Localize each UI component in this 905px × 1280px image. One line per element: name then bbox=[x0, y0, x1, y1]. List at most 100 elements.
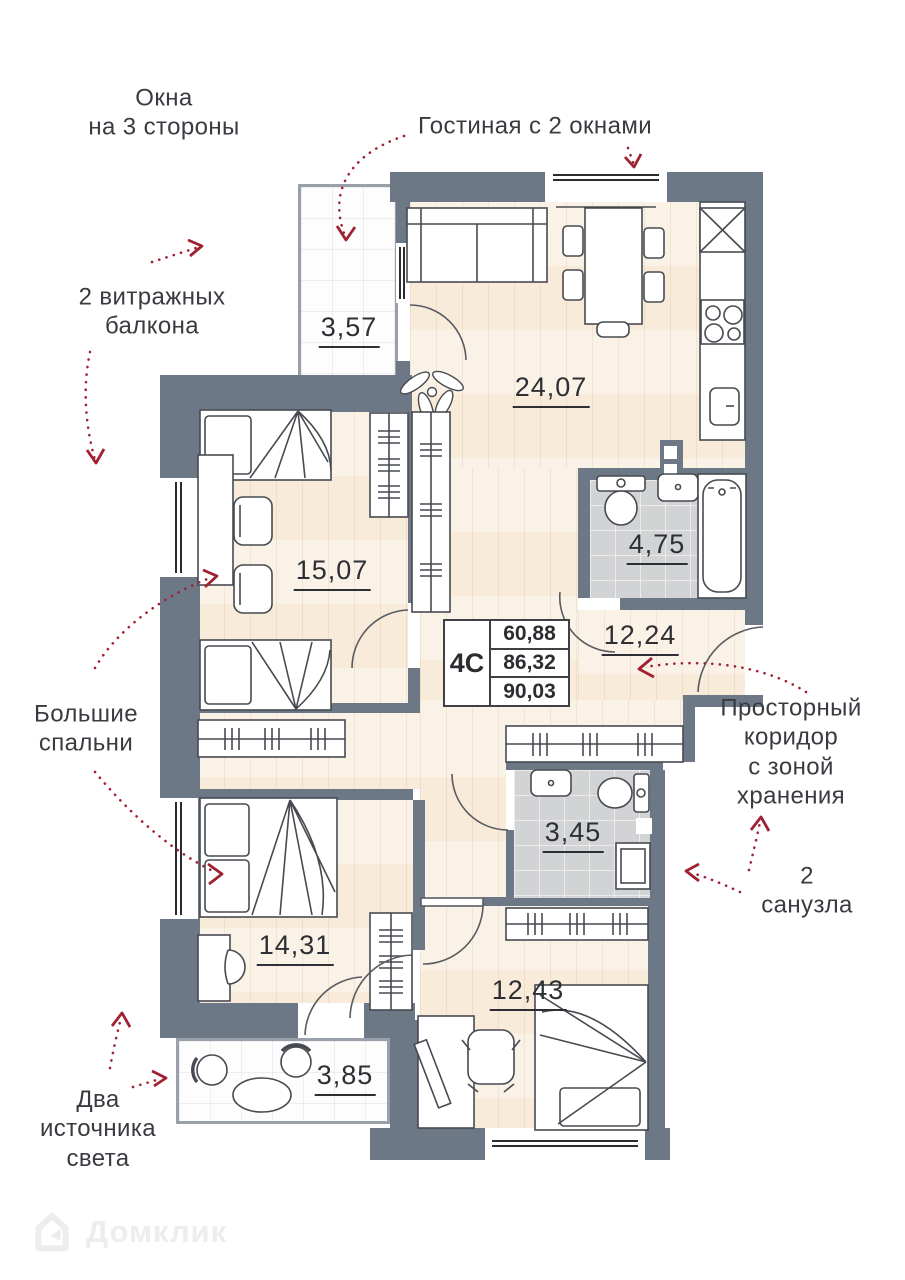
door-arc bbox=[697, 626, 764, 693]
arrow-balconies-long bbox=[84, 350, 97, 462]
door-arc bbox=[349, 954, 414, 1019]
annotation-living-room: Гостиная с 2 окнами bbox=[418, 112, 653, 140]
door-arc bbox=[304, 976, 363, 1036]
bathroom-sink-icon bbox=[530, 769, 572, 797]
washing-machine-icon bbox=[615, 842, 651, 890]
window-glazing-lines bbox=[175, 174, 659, 1147]
arrow-to-bed-2 bbox=[93, 770, 217, 874]
arrow-light-right bbox=[131, 1077, 162, 1089]
wall-segment bbox=[683, 695, 763, 707]
wall-segment bbox=[506, 762, 514, 770]
wardrobe bbox=[411, 411, 451, 613]
toilet-icon bbox=[597, 773, 650, 813]
toilet-icon bbox=[596, 475, 646, 526]
area-label-bedroom-middle: 14,31 bbox=[256, 930, 334, 966]
arrow-to-corridor bbox=[643, 661, 808, 694]
chair bbox=[233, 496, 273, 546]
area-label-bedroom-left: 15,07 bbox=[293, 555, 371, 591]
arrow-to-storage bbox=[747, 820, 762, 872]
fridge-icon bbox=[699, 207, 746, 253]
arrow-light-up bbox=[108, 1016, 123, 1070]
door-arcs bbox=[304, 304, 764, 1036]
door-arc bbox=[558, 591, 616, 653]
wall-segment bbox=[683, 707, 695, 762]
wall-segment bbox=[648, 906, 665, 1128]
kitchen-sink-icon bbox=[709, 387, 740, 426]
door-arc bbox=[351, 609, 409, 669]
wardrobe bbox=[369, 412, 409, 518]
bathroom-sink-icon bbox=[657, 473, 699, 502]
door-arc bbox=[409, 304, 467, 361]
window-left-1 bbox=[160, 478, 198, 577]
arrow-to-bathroom bbox=[690, 871, 742, 894]
area-living-value: 60,88 bbox=[503, 622, 556, 646]
layout-type: 4C bbox=[445, 621, 491, 705]
ceiling-fan-icon bbox=[399, 370, 464, 425]
wall-segment bbox=[620, 598, 763, 610]
kitchen-counter bbox=[699, 201, 746, 441]
annotation-corridor: Просторный коридор с зоной хранения bbox=[720, 694, 862, 810]
annotation-bedrooms: Большие спальни bbox=[34, 700, 138, 757]
annotation-balconies: 2 витражных балкона bbox=[78, 283, 226, 340]
wall-segment bbox=[650, 770, 665, 906]
area-main-value: 86,32 bbox=[491, 647, 568, 677]
wall-segment bbox=[408, 668, 420, 713]
annotation-arrows bbox=[84, 134, 808, 1089]
balcony-furniture bbox=[191, 1043, 312, 1113]
storage-shelf bbox=[197, 719, 346, 758]
bed bbox=[199, 639, 332, 711]
arrow-balconies bbox=[150, 246, 198, 264]
chair bbox=[224, 949, 246, 985]
stove-icon bbox=[700, 299, 745, 345]
dining-table bbox=[562, 207, 665, 338]
desk bbox=[413, 1015, 475, 1129]
area-label-bathroom-big: 4,75 bbox=[626, 529, 688, 565]
vent-box bbox=[636, 818, 652, 834]
wall-segment bbox=[506, 898, 663, 906]
arrow-to-window bbox=[626, 146, 636, 167]
area-total-value: 90,03 bbox=[491, 676, 568, 705]
chair bbox=[233, 564, 273, 614]
watermark-text: Домклик bbox=[86, 1214, 228, 1249]
storage-shelf bbox=[505, 907, 649, 941]
wall-segment bbox=[483, 897, 506, 906]
arrow-to-balcony-top bbox=[337, 134, 406, 238]
storage-shelf bbox=[505, 725, 684, 763]
area-label-living-kitchen: 24,07 bbox=[512, 372, 590, 408]
watermark: Домклик bbox=[28, 1208, 227, 1256]
door-leaf bbox=[420, 897, 484, 907]
area-label-bathroom-small: 3,45 bbox=[542, 817, 604, 853]
bathtub-icon bbox=[697, 473, 747, 599]
wall-segment bbox=[506, 830, 514, 902]
area-label-balcony-top: 3,57 bbox=[318, 312, 380, 348]
door-arc bbox=[422, 905, 484, 965]
annotation-light-sources: Два источника света bbox=[39, 1086, 157, 1172]
wall-segment bbox=[745, 610, 763, 625]
vent-box bbox=[664, 446, 677, 459]
annotation-windows-three-sides: Окна на 3 стороны bbox=[88, 84, 240, 141]
desk bbox=[197, 454, 234, 586]
annotation-bathrooms: 2 санузла bbox=[761, 862, 853, 919]
apartment-info-box: 4C 60,88 86,32 90,03 bbox=[443, 619, 570, 707]
window-bottom bbox=[485, 1133, 645, 1166]
domclick-logo-icon bbox=[35, 1212, 69, 1252]
wall-segment bbox=[198, 789, 413, 800]
wall-segment bbox=[745, 172, 763, 610]
area-label-balcony-bottom: 3,85 bbox=[314, 1060, 376, 1096]
wardrobe bbox=[369, 912, 413, 1011]
sofa bbox=[406, 207, 548, 283]
wall-segment bbox=[645, 1128, 670, 1160]
arrow-to-bed-1 bbox=[93, 576, 212, 670]
floor-corridor-lower bbox=[420, 713, 506, 903]
area-label-bedroom-bottom: 12,43 bbox=[489, 975, 567, 1011]
door-arc bbox=[451, 773, 509, 831]
wall-segment bbox=[413, 800, 425, 950]
wall-segment bbox=[160, 1003, 298, 1038]
bed bbox=[199, 797, 338, 918]
area-label-corridor: 12,24 bbox=[601, 620, 679, 656]
wall-segment bbox=[514, 762, 663, 770]
wall-segment bbox=[370, 1128, 485, 1160]
office-chair bbox=[461, 1029, 521, 1093]
